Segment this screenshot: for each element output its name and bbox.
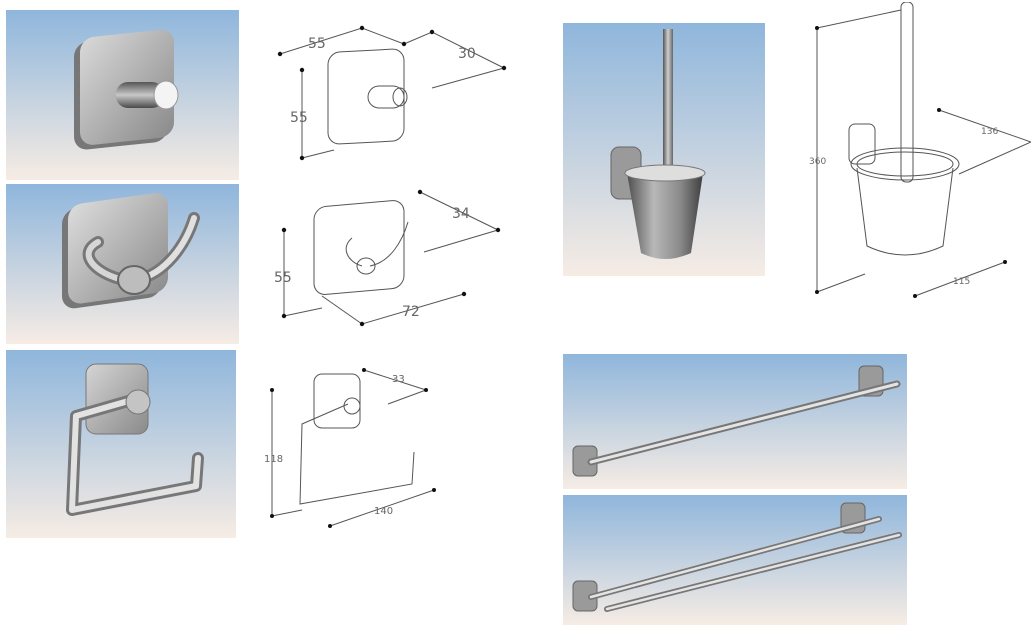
double-towel-bar-render-tile [563, 495, 907, 625]
robe-hook-depth-label: 30 [458, 46, 476, 62]
robe-hook-height-label: 55 [290, 110, 308, 126]
toilet-paper-holder-render-tile [6, 350, 236, 538]
toilet-brush-height-label: 360 [809, 157, 826, 167]
double-towel-bar-render-icon [563, 495, 907, 625]
double-hook-width-label: 72 [402, 304, 420, 320]
toilet-brush-width-label: 115 [953, 277, 970, 287]
double-hook-render-tile [6, 184, 239, 344]
double-hook-dimension-drawing: 55 34 72 [262, 186, 522, 331]
toilet-brush-holder-render-tile [563, 23, 765, 276]
double-hook-render-icon [6, 184, 239, 344]
paper-holder-width-label: 140 [374, 506, 393, 517]
toilet-brush-dimension-drawing: 360 136 115 [805, 2, 1031, 300]
double-hook-height-label: 55 [274, 270, 292, 286]
paper-holder-height-label: 118 [264, 454, 283, 465]
toilet-brush-depth-label: 136 [981, 127, 998, 137]
robe-hook-render-icon [6, 10, 239, 180]
toilet-brush-holder-render-icon [563, 23, 765, 276]
double-hook-depth-label: 34 [452, 206, 470, 222]
robe-hook-render-tile [6, 10, 239, 180]
paper-holder-dimension-drawing: 33 118 140 [262, 360, 452, 530]
paper-holder-depth-label: 33 [392, 374, 405, 385]
robe-hook-width-label: 55 [308, 36, 326, 52]
towel-bar-render-tile [563, 354, 907, 489]
robe-hook-dimension-drawing: 55 30 55 [262, 14, 522, 184]
single-towel-bar-render-icon [563, 354, 907, 489]
toilet-paper-holder-render-icon [6, 350, 236, 538]
